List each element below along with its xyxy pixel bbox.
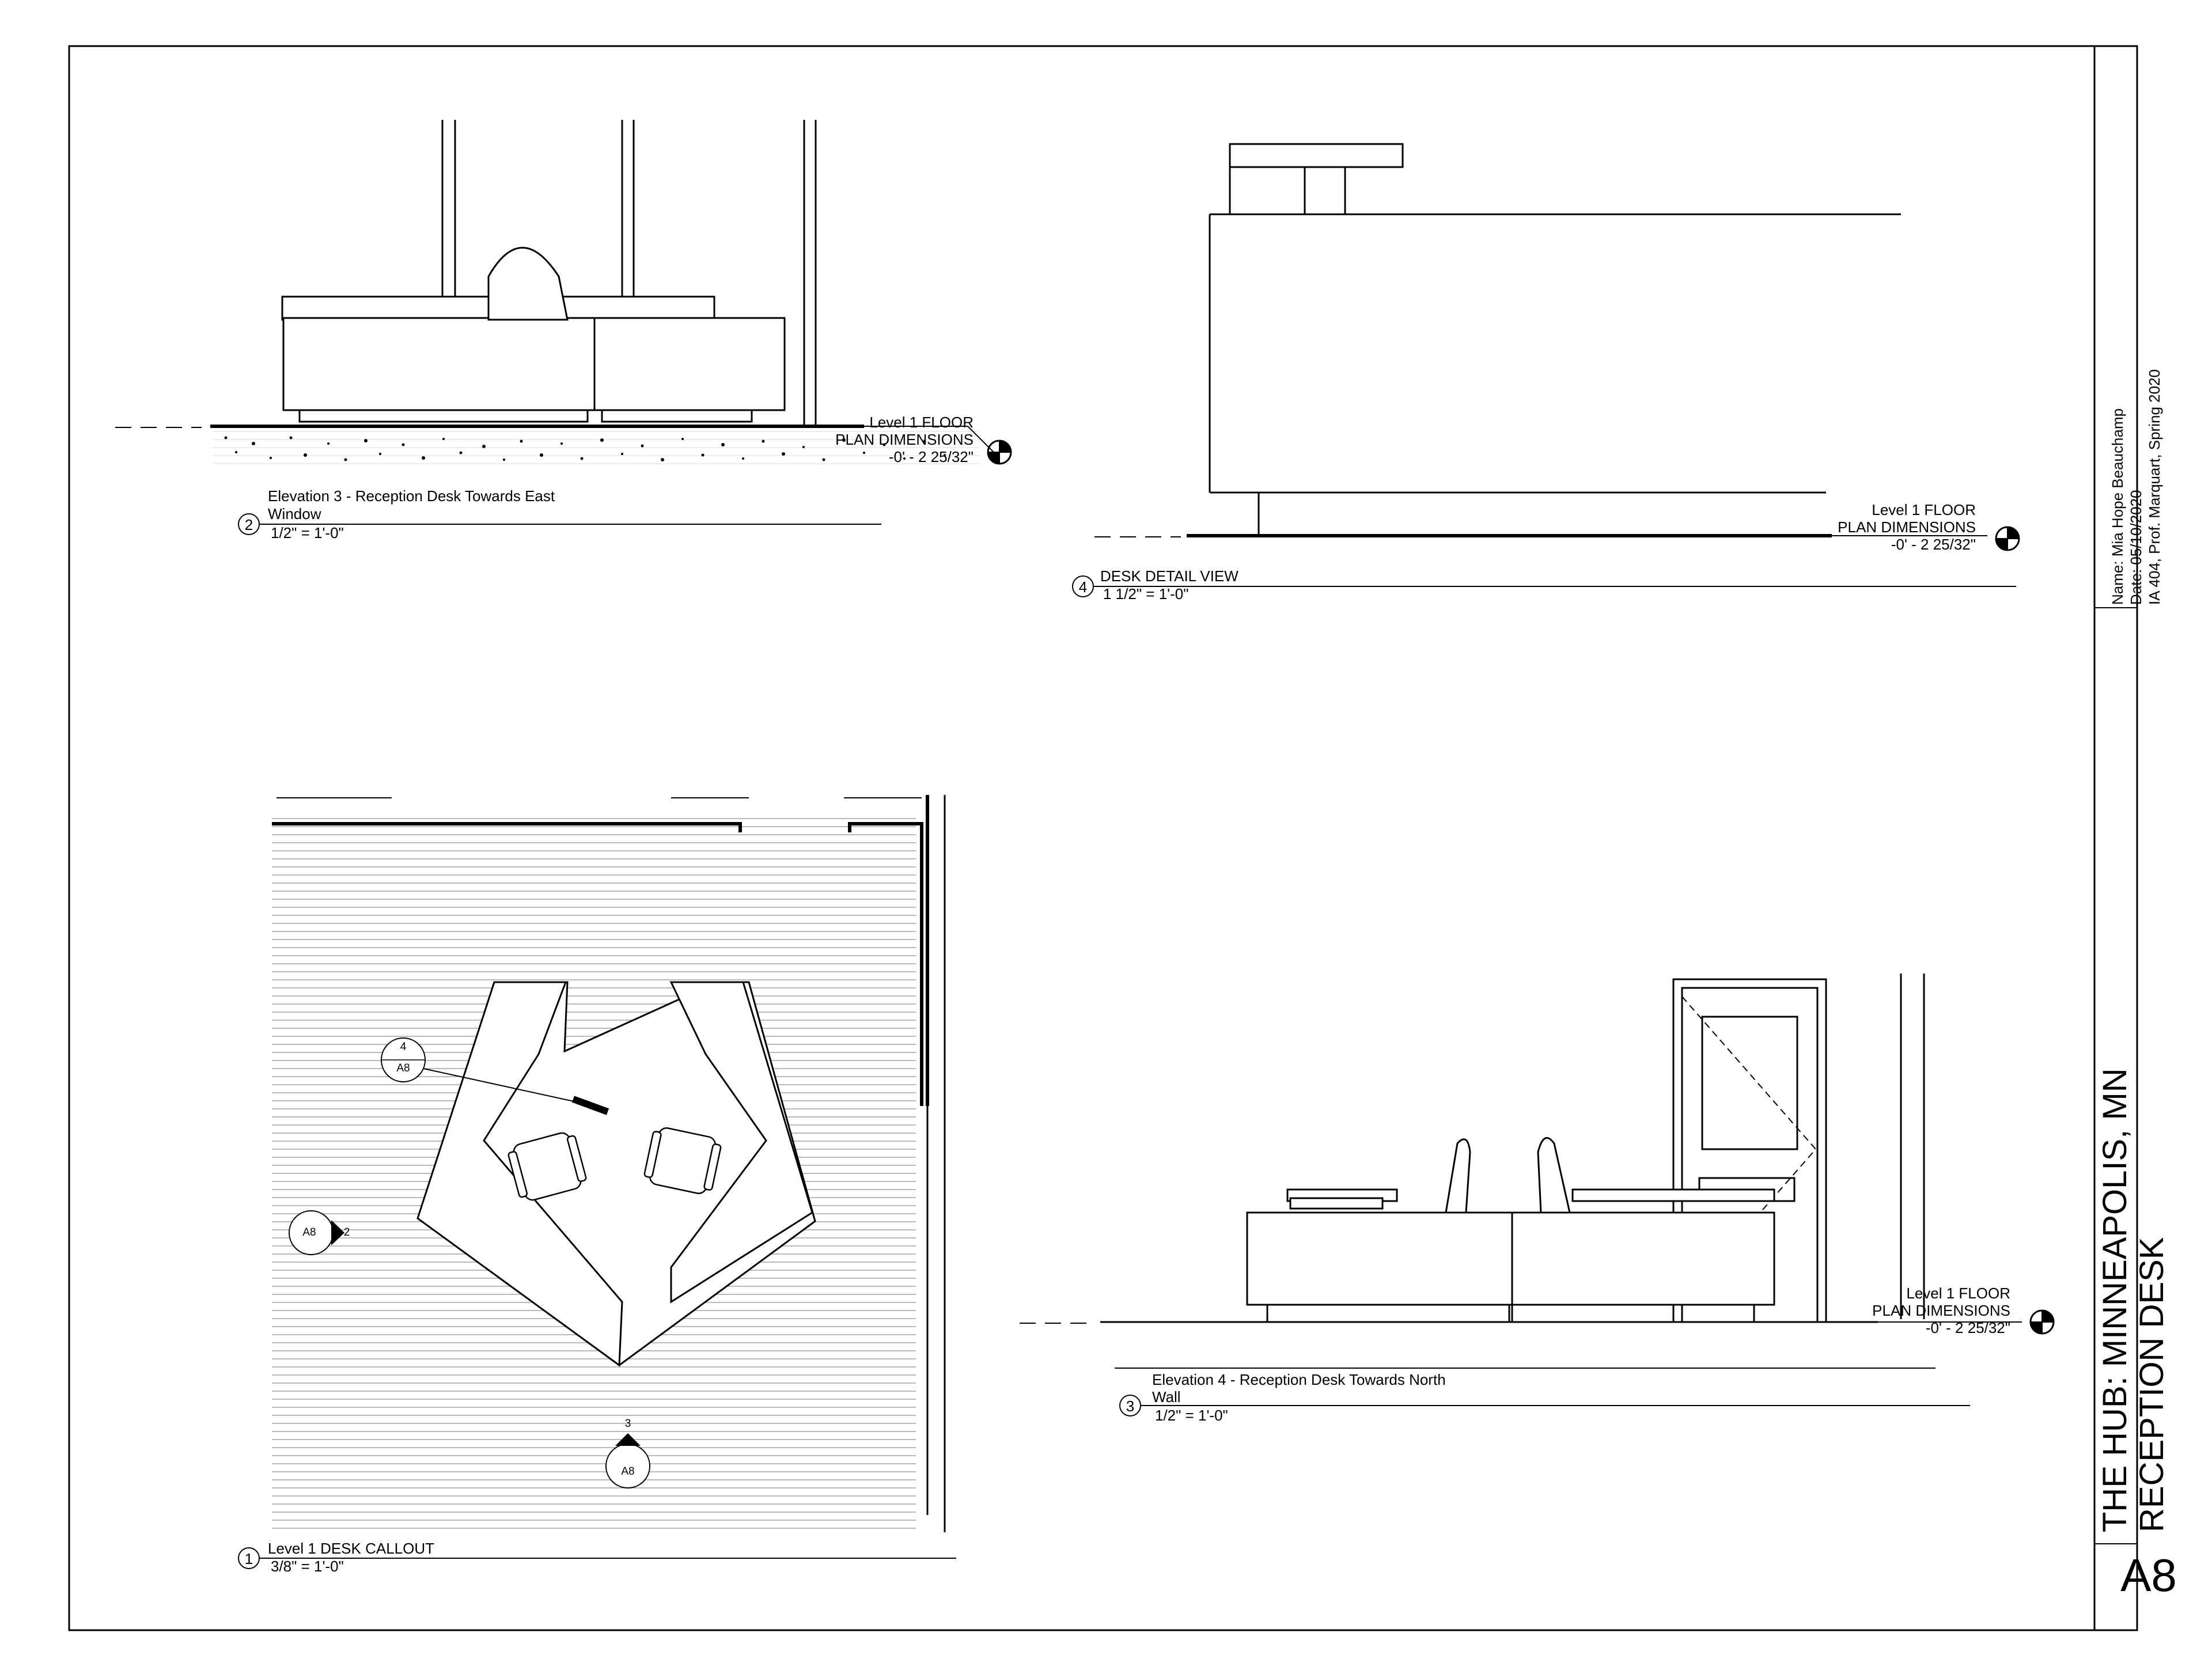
- level-name: Level 1 FLOOR: [1872, 501, 1976, 518]
- view-number: 3: [1126, 1397, 1135, 1415]
- view-title-line2: Window: [268, 505, 321, 522]
- view-title-elev4: [1115, 1368, 1970, 1416]
- view-title-line2: Wall: [1152, 1388, 1181, 1406]
- elev-tag-bottom-number: 3: [624, 1418, 631, 1430]
- view-scale: 3/8" = 1'-0": [271, 1558, 344, 1575]
- elev-tag-bottom-sheet: A8: [621, 1465, 635, 1478]
- view-title: Level 1 DESK CALLOUT: [268, 1540, 435, 1557]
- level-sub: PLAN DIMENSIONS: [1838, 518, 1976, 536]
- view-title-line1: Elevation 3 - Reception Desk Towards Eas…: [268, 487, 555, 505]
- level-sub: PLAN DIMENSIONS: [835, 431, 974, 448]
- view-title-line1: Elevation 4 - Reception Desk Towards Nor…: [1152, 1371, 1446, 1388]
- chair-plan-1: [507, 1132, 587, 1201]
- view-title-elev3: [238, 513, 881, 535]
- level-label-detail: Level 1 FLOOR PLAN DIMENSIONS -0' - 2 25…: [1820, 501, 1976, 553]
- sheet-number: A8: [2120, 1550, 2177, 1601]
- sheet-date: Date: 05/10/2020: [2127, 490, 2145, 605]
- view-scale: 1/2" = 1'-0": [271, 524, 344, 541]
- level-sub: PLAN DIMENSIONS: [1872, 1302, 2010, 1319]
- view-number: 4: [1078, 578, 1088, 596]
- elev-tag-left-number: 2: [343, 1226, 350, 1238]
- view-scale: 1/2" = 1'-0": [1155, 1407, 1228, 1424]
- level-label-elev4: Level 1 FLOOR PLAN DIMENSIONS -0' - 2 25…: [1855, 1285, 2010, 1336]
- plan-callout-drawing: [272, 795, 946, 1532]
- level-label-elev3: Level 1 FLOOR PLAN DIMENSIONS -0' - 2 25…: [818, 414, 974, 465]
- elevation-3-drawing: [115, 120, 864, 428]
- level-name: Level 1 FLOOR: [1906, 1285, 2010, 1302]
- view-title-detail: [1072, 575, 2016, 597]
- title-block-project: THE HUB: MINNEAPOLIS, MN RECEPTION DESK: [2096, 1068, 2200, 1532]
- view-title: DESK DETAIL VIEW: [1100, 567, 1238, 585]
- level-elevation: -0' - 2 25/32": [1891, 536, 1976, 553]
- level-marker-detail: [1832, 526, 2020, 551]
- detail-tag-number: 4: [400, 1041, 407, 1053]
- view-number: 1: [244, 1550, 253, 1567]
- view-number: 2: [244, 516, 253, 533]
- elev-tag-left-sheet: A8: [302, 1226, 316, 1238]
- course-info: IA 404, Prof. Marquart, Spring 2020: [2146, 369, 2163, 605]
- level-marker-elev3: [864, 426, 1012, 465]
- title-block-info: Name: Mia Hope Beauchamp Date: 05/10/202…: [2108, 369, 2172, 605]
- level-elevation: -0' - 2 25/32": [888, 448, 974, 465]
- level-elevation: -0' - 2 25/32": [1925, 1319, 2010, 1336]
- elevation-4-drawing: [1020, 974, 1925, 1324]
- sheet-border: [68, 45, 2138, 1631]
- detail-tag-sheet: A8: [396, 1062, 410, 1074]
- view-scale: 1 1/2" = 1'-0": [1103, 585, 1189, 603]
- view-title-callout: [238, 1547, 956, 1569]
- level-marker-elev4: [1878, 1309, 2055, 1335]
- project-title: THE HUB: MINNEAPOLIS, MN: [2096, 1068, 2134, 1532]
- level-name: Level 1 FLOOR: [869, 414, 974, 431]
- student-name: Name: Mia Hope Beauchamp: [2109, 408, 2126, 605]
- sheet-title: RECEPTION DESK: [2133, 1237, 2171, 1532]
- chair-plan-2: [643, 1127, 722, 1194]
- desk-detail-drawing: [1094, 143, 1901, 537]
- gravel-pattern: [224, 436, 946, 461]
